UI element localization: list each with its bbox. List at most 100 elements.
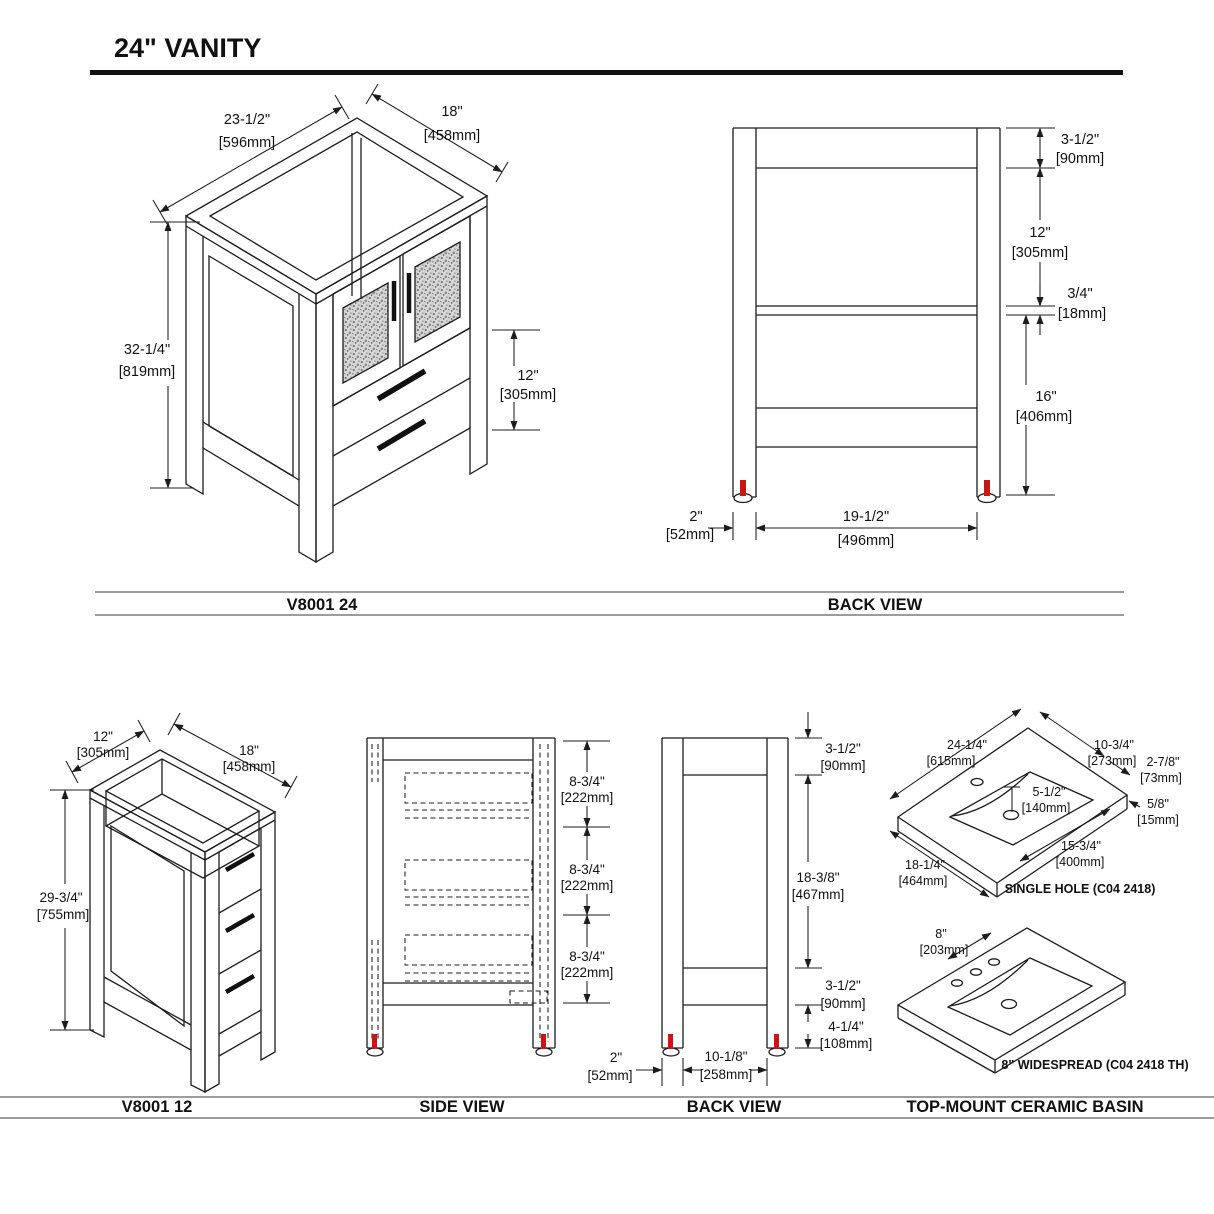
vanity-24-glass-right — [414, 240, 461, 344]
dim-12-width-mm: [305mm] — [77, 745, 130, 760]
dim-basin1-depth-in: 18-1/4" — [905, 858, 945, 872]
caption-single-hole: SINGLE HOLE (C04 2418) — [1005, 882, 1156, 896]
dim-basin1-width-in: 24-1/4" — [947, 738, 987, 752]
dim-back24-shelf-mm: [18mm] — [1058, 306, 1106, 322]
vanity-24-leg-levelers — [733, 480, 997, 504]
side-view-dimensions: 8-3/4" [222mm] 8-3/4" [222mm] 8-3/4" [22… — [561, 740, 614, 1004]
dim-12-width-in: 12" — [93, 729, 113, 744]
cabinet-back-frame — [661, 737, 789, 1049]
side-view-frame — [366, 737, 556, 1049]
leveler-rod-icon — [668, 1034, 673, 1049]
dim-back24-toprail-in: 3-1/2" — [1061, 132, 1099, 148]
drain-hole-icon — [1002, 809, 1020, 821]
title-rule — [90, 70, 1123, 75]
dim-12-depth-in: 18" — [239, 743, 259, 758]
dim-basin1-faucet-mm: [140mm] — [1022, 801, 1071, 815]
dim-side-pitch1-in: 8-3/4" — [569, 774, 605, 789]
dim-backv-opening-mm: [467mm] — [792, 887, 845, 902]
dim-basin1-faucet-in: 5-1/2" — [1033, 785, 1066, 799]
leveler-foot-icon — [768, 1047, 786, 1057]
dim-basin1-back-mm: [273mm] — [1088, 754, 1137, 768]
basin-single-hole-view: 24-1/4" [615mm] 10-3/4" [273mm] 2-7/8" [… — [889, 708, 1182, 898]
caption-back-view-bottom: BACK VIEW — [687, 1098, 782, 1116]
dim-basin1-back-in: 10-3/4" — [1094, 738, 1134, 752]
vanity-24-back-dimensions: 3-1/2" [90mm] 12" [305mm] 3/4" [18mm] 16… — [666, 127, 1106, 549]
dim-side-pitch3-in: 8-3/4" — [569, 949, 605, 964]
dim-24-drawers-mm: [305mm] — [500, 387, 556, 403]
dim-24-height-in: 32-1/4" — [124, 342, 170, 358]
dim-12-height-mm: [755mm] — [37, 907, 90, 922]
dim-basin1-width-mm: [615mm] — [927, 754, 976, 768]
dim-basin2-spread-in: 8" — [935, 927, 946, 941]
dim-back24-opening-mm: [305mm] — [1012, 245, 1068, 261]
dim-backv-foot-mm: [108mm] — [820, 1036, 873, 1051]
dim-basin1-edge-in: 5/8" — [1147, 797, 1169, 811]
dim-12-depth-mm: [458mm] — [223, 759, 276, 774]
dim-backv-foot-in: 4-1/4" — [828, 1019, 864, 1034]
dim-side-pitch2-mm: [222mm] — [561, 878, 614, 893]
page-title: 24" VANITY — [114, 33, 261, 63]
vanity-24-glass-left — [342, 281, 389, 385]
dim-basin1-bowl-mm: [400mm] — [1056, 855, 1105, 869]
leveler-rod-icon — [984, 480, 990, 496]
vanity-24-drawer-handle-1 — [376, 368, 427, 402]
dim-back24-lower-mm: [406mm] — [1016, 409, 1072, 425]
cabinet-12-drawer-face — [204, 810, 276, 1094]
dim-back24-opening-in: 12" — [1029, 225, 1050, 241]
caption-v8001-12: V8001 12 — [122, 1098, 193, 1116]
dim-24-drawers-in: 12" — [517, 368, 538, 384]
basin-widespread-view: 8" [203mm] 8" WIDESPREAD (C04 2418 TH) — [896, 927, 1189, 1074]
dim-backv-toprail-mm: [90mm] — [820, 758, 865, 773]
leveler-foot-icon — [662, 1047, 680, 1057]
vanity-24-back-view: 3-1/2" [90mm] 12" [305mm] 3/4" [18mm] 16… — [666, 127, 1106, 549]
faucet-hole-icon — [970, 777, 984, 787]
dim-back24-shelf-in: 3/4" — [1067, 286, 1092, 302]
dim-12-height-in: 29-3/4" — [39, 890, 82, 905]
dim-24-width-mm: [596mm] — [219, 135, 275, 151]
cabinet-12-iso-view: 12" [305mm] 18" [458mm] 29-3/4" [755mm] — [37, 712, 298, 1094]
dim-backv-botrail-mm: [90mm] — [820, 996, 865, 1011]
dim-side-pitch3-mm: [222mm] — [561, 965, 614, 980]
dim-basin1-depth-mm: [464mm] — [899, 874, 948, 888]
cabinet-back-dimensions: 3-1/2" [90mm] 18-3/8" [467mm] 3-1/2" [90… — [587, 712, 872, 1086]
dim-back24-leg-mm: [52mm] — [666, 527, 714, 543]
drain-hole-icon — [1000, 998, 1018, 1010]
dim-back24-span-mm: [496mm] — [838, 533, 894, 549]
faucet-hole-icon — [969, 968, 983, 976]
leveler-rod-icon — [372, 1034, 377, 1049]
cabinet-12-dimensions: 12" [305mm] 18" [458mm] 29-3/4" [755mm] — [37, 712, 298, 1031]
leveler-foot-icon — [366, 1047, 384, 1057]
dim-backv-toprail-in: 3-1/2" — [825, 741, 861, 756]
vanity-24-drawer-handle-2 — [376, 418, 427, 452]
dim-basin2-spread-mm: [203mm] — [920, 943, 969, 957]
basin-widespread-dimensions: 8" [203mm] 8" WIDESPREAD (C04 2418 TH) — [920, 927, 1189, 1072]
dim-24-width-in: 23-1/2" — [224, 112, 270, 128]
caption-back-view-top: BACK VIEW — [828, 596, 923, 614]
vanity-24-front-face — [315, 194, 488, 564]
cabinet-back-view: 3-1/2" [90mm] 18-3/8" [467mm] 3-1/2" [90… — [587, 712, 872, 1086]
leveler-rod-icon — [740, 480, 746, 496]
dim-backv-leg-mm: [52mm] — [587, 1068, 632, 1083]
vanity-24-side-panel — [185, 214, 317, 564]
cabinet-12-drawer-handle-1 — [224, 852, 256, 872]
vanity-24-iso-view: 23-1/2" [596mm] 18" [458mm] 32-1/4" [819… — [119, 83, 556, 564]
caption-ceramic-basin: TOP-MOUNT CERAMIC BASIN — [906, 1098, 1143, 1116]
cabinet-side-view: 8-3/4" [222mm] 8-3/4" [222mm] 8-3/4" [22… — [366, 737, 614, 1057]
caption-v8001-24: V8001 24 — [287, 596, 358, 614]
dim-basin1-corner-mm: [73mm] — [1140, 771, 1182, 785]
dim-side-pitch2-in: 8-3/4" — [569, 862, 605, 877]
leveler-foot-icon — [535, 1047, 553, 1057]
cabinet-12-drawer-handle-2 — [224, 913, 256, 933]
top-section-footer: V8001 24 BACK VIEW — [95, 591, 1124, 616]
vanity-24-dimensions: 23-1/2" [596mm] 18" [458mm] 32-1/4" [819… — [119, 83, 556, 489]
bottom-section-footer: V8001 12 SIDE VIEW BACK VIEW TOP-MOUNT C… — [0, 1096, 1214, 1119]
dim-24-depth-mm: [458mm] — [424, 128, 480, 144]
faucet-hole-icon — [987, 958, 1001, 966]
caption-widespread: 8" WIDESPREAD (C04 2418 TH) — [1001, 1058, 1188, 1072]
faucet-hole-icon — [950, 979, 964, 987]
dim-backv-opening-in: 18-3/8" — [796, 870, 839, 885]
dim-24-height-mm: [819mm] — [119, 364, 175, 380]
basin-single-dimensions: 24-1/4" [615mm] 10-3/4" [273mm] 2-7/8" [… — [889, 708, 1182, 898]
leveler-rod-icon — [541, 1034, 546, 1049]
